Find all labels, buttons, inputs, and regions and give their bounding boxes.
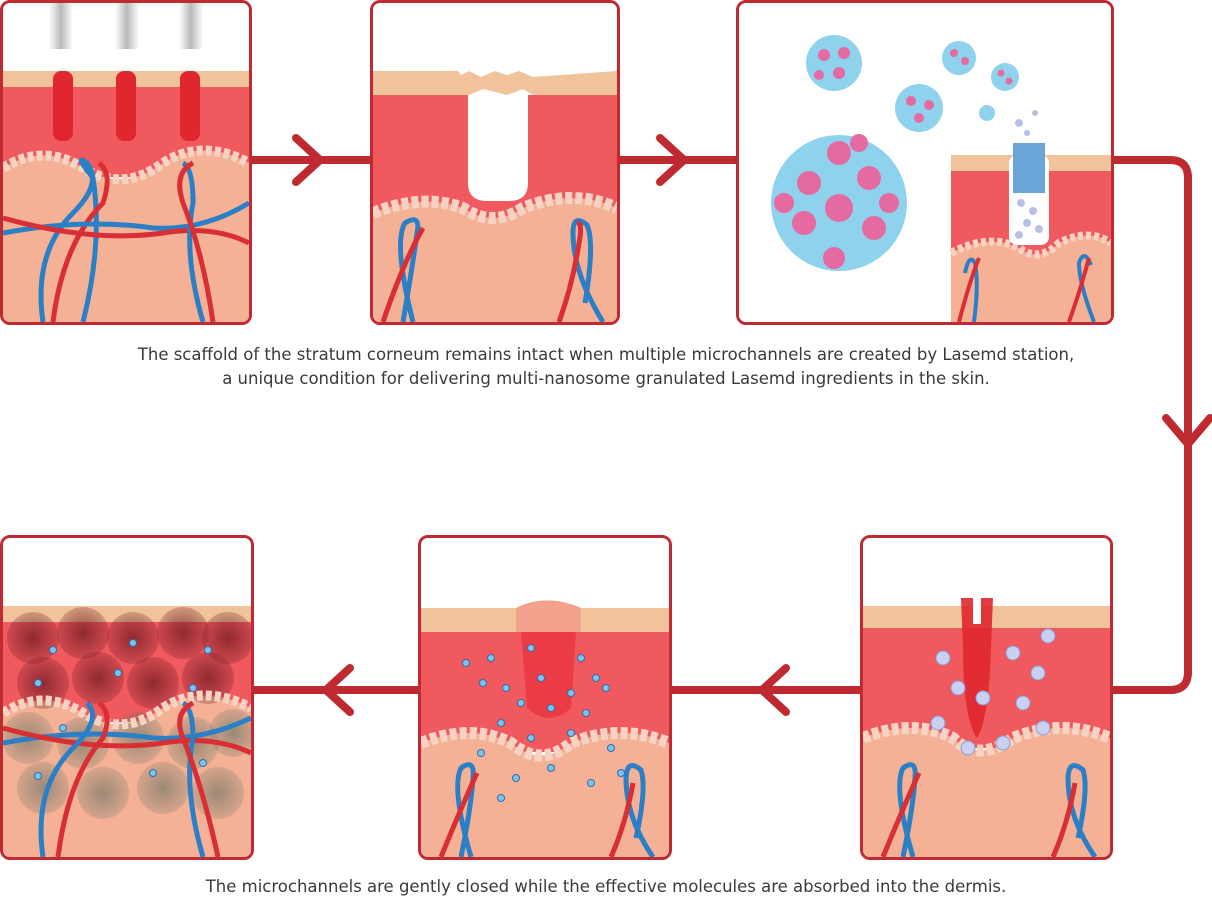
- panel-laser-application: [0, 0, 252, 325]
- panel-microchannel-created: [370, 0, 620, 325]
- nanosome-icon: [942, 41, 976, 75]
- panel-dermis-absorption: [0, 535, 254, 860]
- caption-top-line2: a unique condition for delivering multi-…: [0, 367, 1212, 391]
- laser-beam-icon: [49, 3, 73, 49]
- nanosome-icon: [991, 63, 1019, 91]
- panel-molecule-penetration: [860, 535, 1113, 860]
- microchannel-icon: [468, 95, 528, 201]
- nanosome-icon: [806, 35, 862, 91]
- stratum-corneum-layer: [373, 71, 617, 95]
- panel-nanosome-delivery: [736, 0, 1114, 325]
- laser-beam-icon: [115, 3, 139, 49]
- nanosome-icon: [895, 84, 943, 132]
- caption-top-line1: The scaffold of the stratum corneum rema…: [0, 343, 1212, 367]
- caption-top: The scaffold of the stratum corneum rema…: [0, 343, 1212, 391]
- nanosome-icon: [771, 134, 907, 271]
- caption-bottom: The microchannels are gently closed whil…: [0, 875, 1212, 899]
- laser-beam-icon: [179, 3, 203, 49]
- panel-channel-closed: [418, 535, 672, 860]
